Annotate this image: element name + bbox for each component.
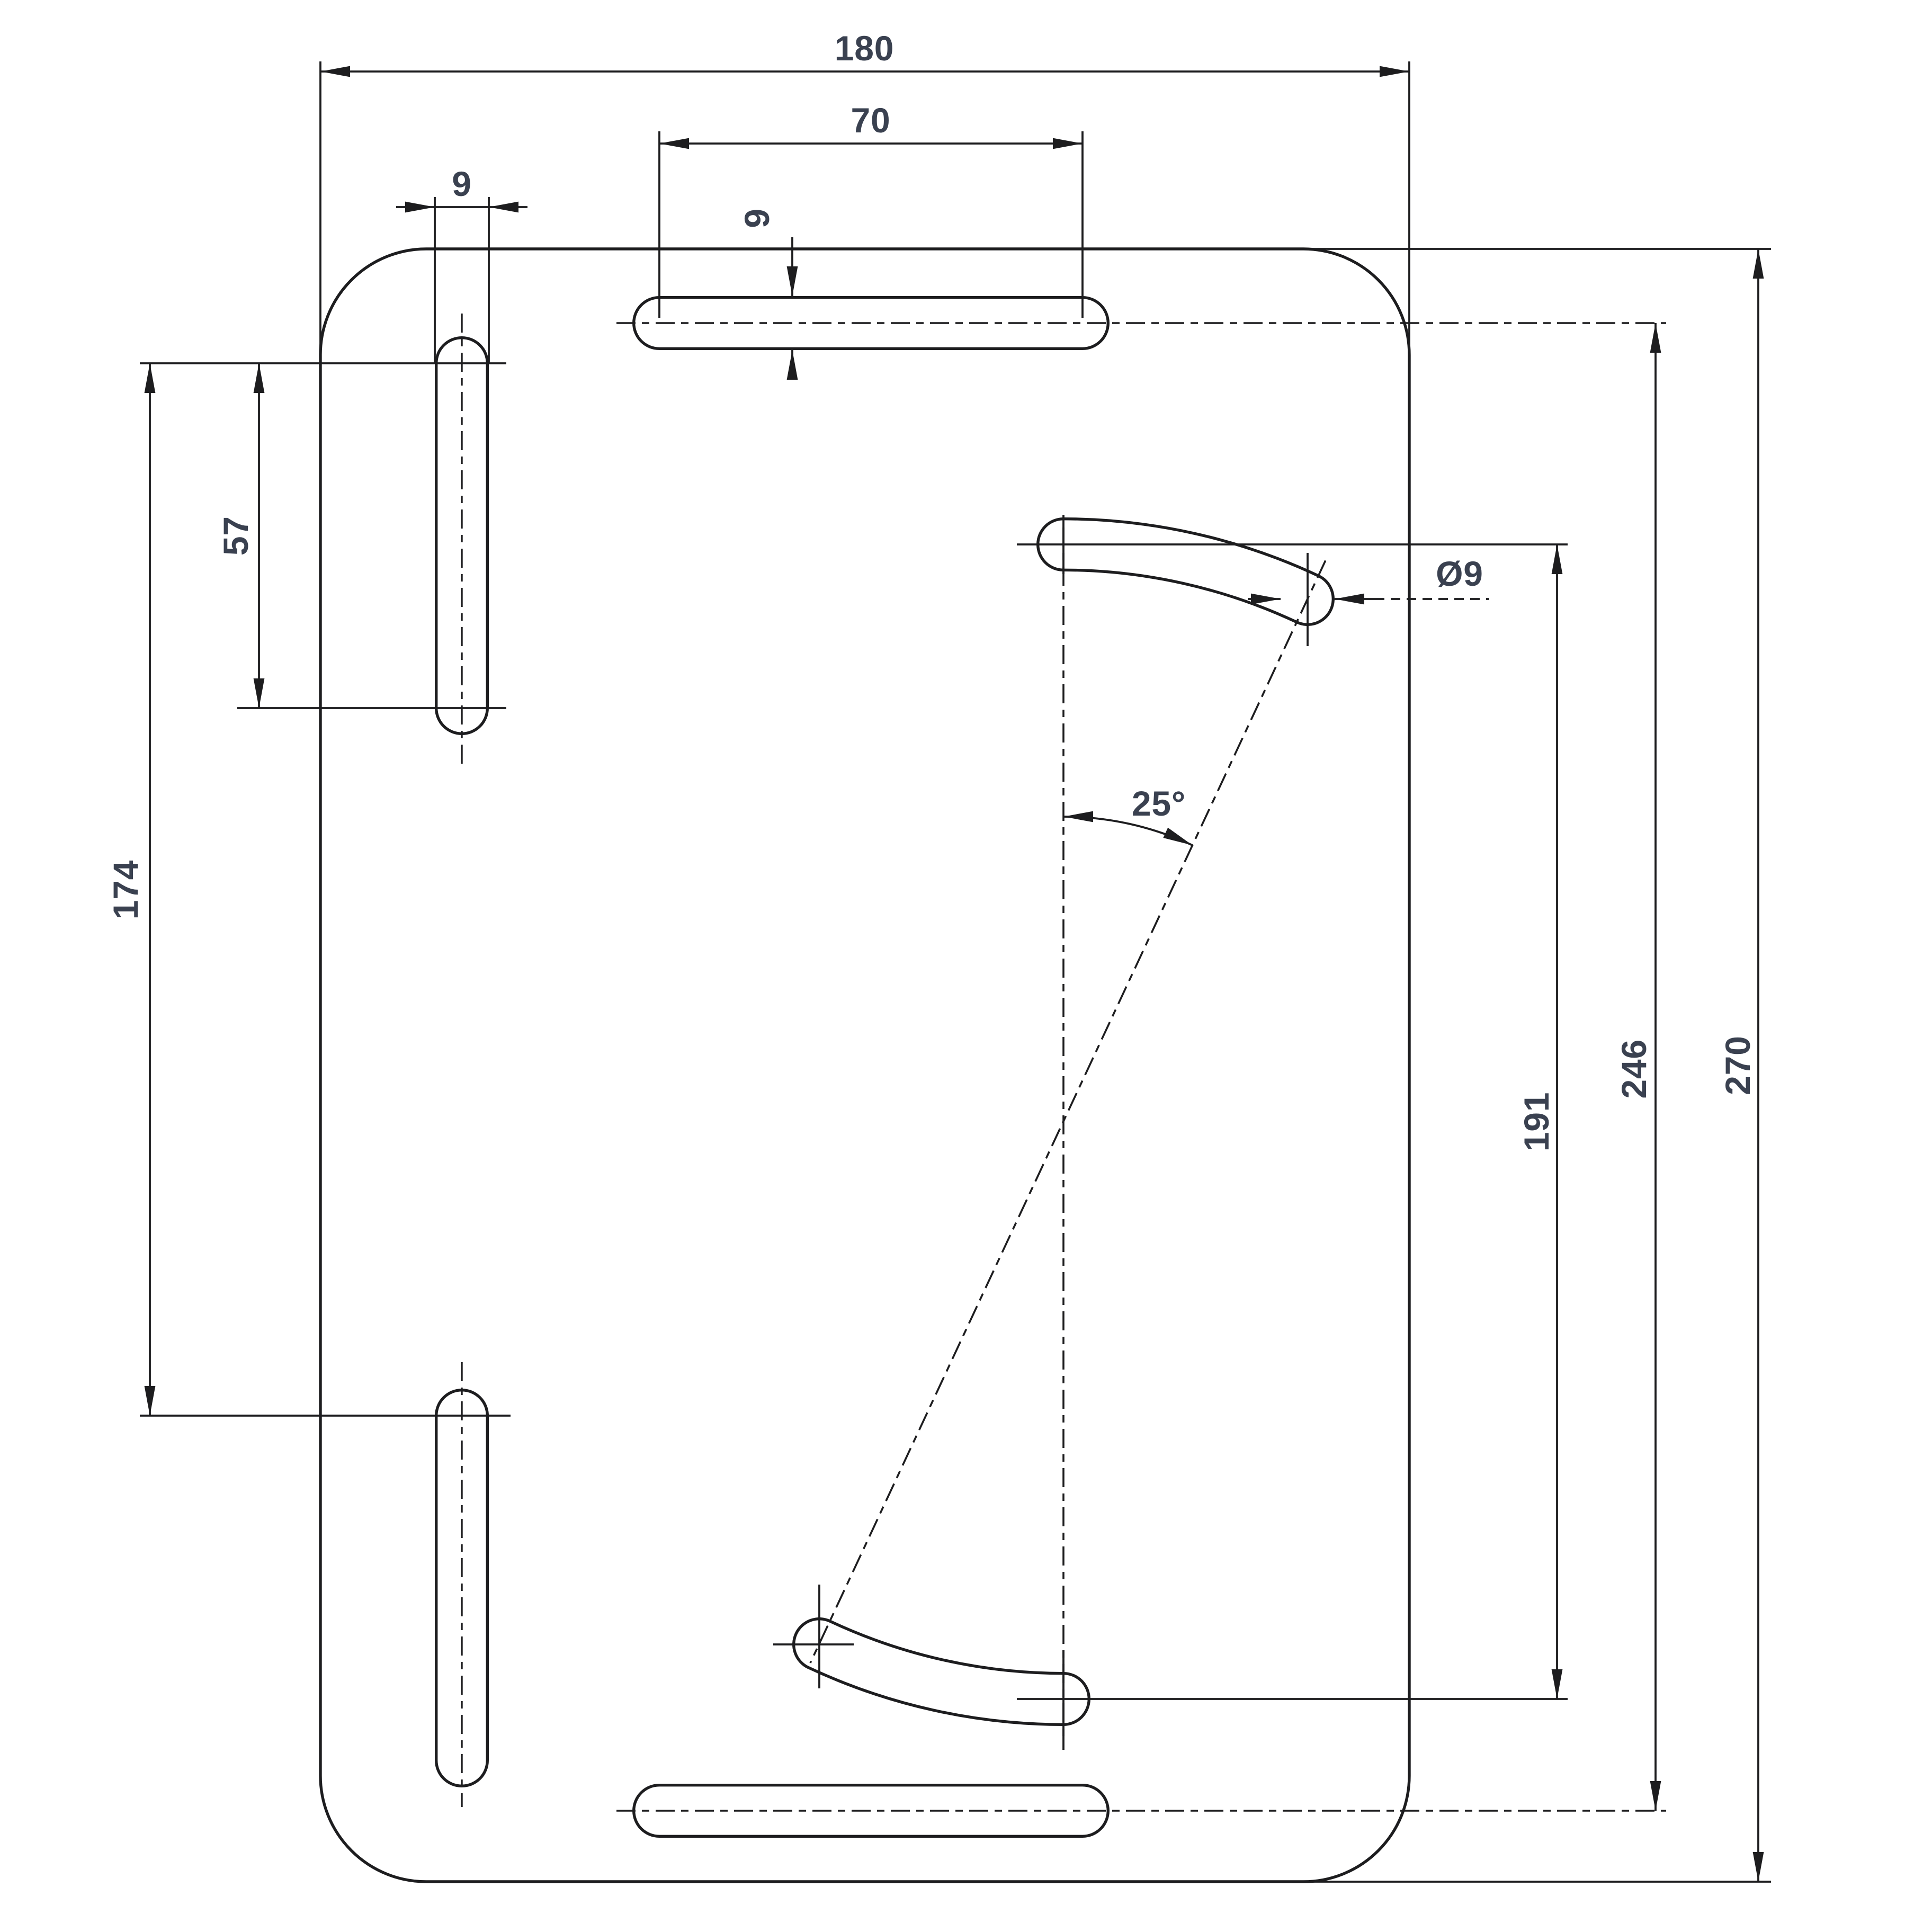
dim-label-plate-width: 180 [835,29,895,68]
center-lines [461,314,1666,1812]
dim-label-left-slot-length: 57 [216,516,255,556]
construction-lines [809,527,1327,1741]
lower-curved-slot [792,1617,1090,1726]
upper-curved-slot [1036,517,1335,626]
dim-label-left-slot-width: 9 [452,164,472,203]
dim-label-swing-angle: 25° [1132,784,1186,823]
dim-label-left-slots-spacing: 174 [106,860,145,920]
dim-label-top-slot-length: 70 [851,101,890,140]
inclined-reference-line [809,560,1327,1663]
extension-lines [140,61,1771,1883]
slots [435,296,1335,1838]
dim-label-hole-diameter: Ø9 [1436,554,1483,593]
dim-label-horizontal-slots-spacing: 246 [1614,1039,1653,1099]
dimension-arrows [144,66,1764,1882]
slot-end-center-marks [773,515,1309,1750]
dim-label-plate-height: 270 [1718,1035,1757,1095]
dim-label-curved-slot-span: 191 [1517,1092,1556,1152]
dimension-labels: 180 70 9 9 57 174 191 246 270 Ø9 25° [106,29,1757,1151]
dim-label-top-slot-width: 9 [737,208,776,228]
